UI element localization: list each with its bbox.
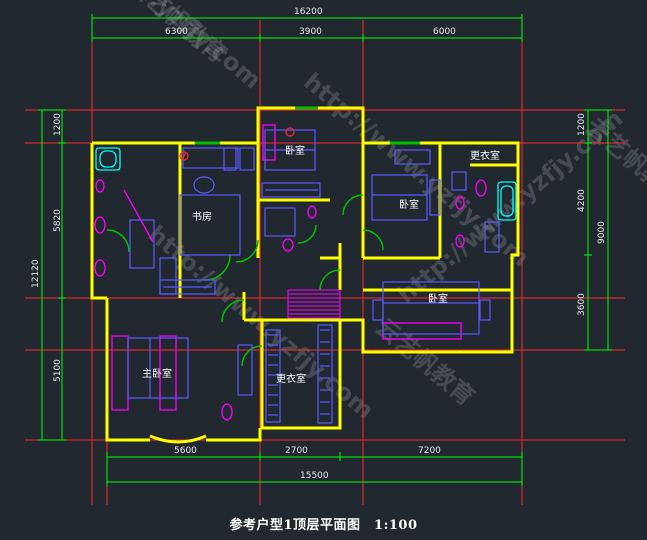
dimension-lines bbox=[38, 14, 612, 486]
dim-right-total: 9000 bbox=[597, 221, 607, 244]
stair bbox=[287, 289, 341, 319]
markers bbox=[179, 127, 295, 161]
room-label-study: 书房 bbox=[192, 210, 212, 223]
bathtub-right bbox=[497, 181, 517, 221]
room-label-bedroom-3: 卧室 bbox=[428, 292, 448, 305]
dim-top-2: 3900 bbox=[299, 27, 322, 37]
watermark-brand-2: 云艺帆教育 bbox=[370, 313, 480, 412]
walls bbox=[90, 106, 520, 444]
dim-bottom-1: 5600 bbox=[174, 446, 197, 456]
furniture bbox=[127, 129, 500, 424]
dim-left-total: 12120 bbox=[31, 259, 41, 288]
dim-top-total: 16200 bbox=[294, 7, 323, 17]
dim-right-3: 3600 bbox=[577, 293, 587, 316]
dim-bottom-total: 15500 bbox=[300, 471, 329, 481]
dimension-labels: 16200 6300 3900 6000 5600 2700 7200 1550… bbox=[31, 7, 607, 481]
dim-right-1: 1200 bbox=[577, 113, 587, 136]
dim-bottom-3: 7200 bbox=[418, 446, 441, 456]
room-label-dressing-2: 更衣室 bbox=[276, 372, 306, 385]
dim-bottom-2: 2700 bbox=[285, 446, 308, 456]
bathtubs bbox=[95, 147, 517, 221]
room-label-dressing-1: 更衣室 bbox=[470, 149, 500, 162]
plan-caption: 参考户型1顶层平面图 1:100 bbox=[229, 518, 418, 533]
room-labels: 卧室 更衣室 卧室 书房 卧室 主卧室 更衣室 bbox=[142, 144, 500, 385]
dim-left-1: 1200 bbox=[53, 113, 63, 136]
dim-top-3: 6000 bbox=[433, 27, 456, 37]
room-label-master-bedroom: 主卧室 bbox=[142, 367, 172, 380]
dim-left-3: 5100 bbox=[53, 359, 63, 382]
bathtub-left bbox=[95, 147, 121, 171]
dim-left-2: 5820 bbox=[53, 209, 63, 232]
watermark-brand-1: 云艺帆教育 bbox=[580, 113, 647, 212]
dim-right-2: 4200 bbox=[577, 189, 587, 212]
room-label-bedroom-1: 卧室 bbox=[285, 144, 305, 157]
dim-top-1: 6300 bbox=[165, 27, 188, 37]
room-label-bedroom-2: 卧室 bbox=[399, 198, 419, 211]
doors bbox=[106, 106, 420, 367]
